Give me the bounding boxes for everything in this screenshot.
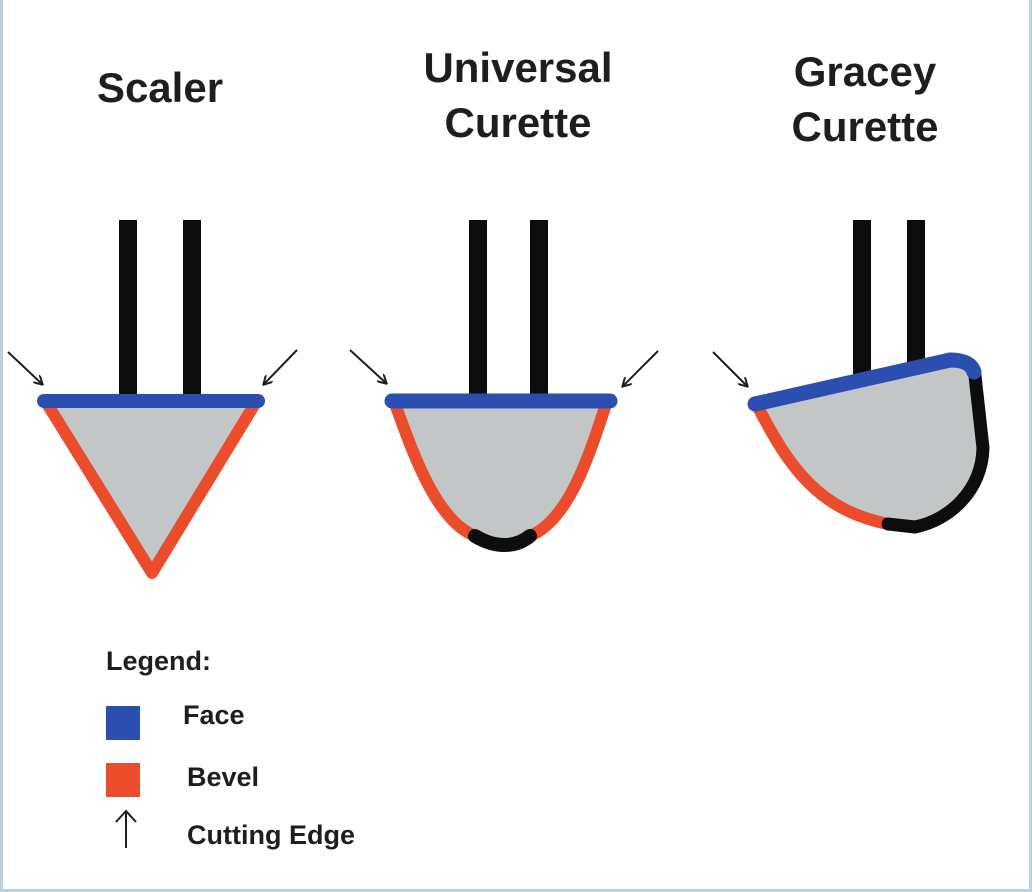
frame-left-border (0, 0, 3, 892)
legend-title: Legend: (106, 646, 211, 676)
gracey-back-edge (881, 369, 990, 534)
gracey-curette-instrument (712, 220, 990, 534)
frame-right-border (1029, 0, 1032, 892)
universal-bevel-right (524, 395, 613, 542)
gracey-face (747, 352, 982, 412)
gracey-cutting-edge-arrow (712, 351, 747, 386)
scaler-title: Scaler (96, 64, 224, 111)
legend-cutting-edge-label: Cutting Edge (187, 820, 355, 850)
scaler-instrument (7, 220, 298, 579)
gracey-curette-title: Gracey Curette (791, 48, 939, 150)
frame-bottom-border (0, 889, 1032, 892)
scaler-cutting-edge-arrow-left (7, 351, 42, 384)
gracey-shank-left (853, 220, 871, 380)
up-arrow-icon (115, 809, 137, 848)
universal-curette-title: Universal Curette (423, 44, 613, 146)
scaler-bevel-edge (40, 396, 262, 579)
universal-bevel-left (388, 395, 481, 542)
universal-curette-instrument (349, 220, 659, 552)
gracey-shank-right (907, 220, 925, 370)
legend-face-label: Face (183, 700, 245, 730)
gracey-bevel-edge (751, 399, 894, 530)
scaler-shank-right (183, 220, 201, 402)
scaler-shank-left (119, 220, 137, 402)
scaler-blade (46, 402, 256, 573)
universal-cutting-edge-arrow-right (623, 350, 659, 386)
universal-shank-right (530, 220, 548, 402)
legend-bevel-label: Bevel (187, 762, 260, 792)
universal-toe (468, 529, 537, 552)
scaler-cutting-edge-arrow-right (264, 349, 298, 384)
universal-shank-left (469, 220, 487, 402)
universal-cutting-edge-arrow-left (349, 349, 386, 383)
bevel-color-swatch (106, 763, 140, 797)
face-color-swatch (106, 706, 140, 740)
